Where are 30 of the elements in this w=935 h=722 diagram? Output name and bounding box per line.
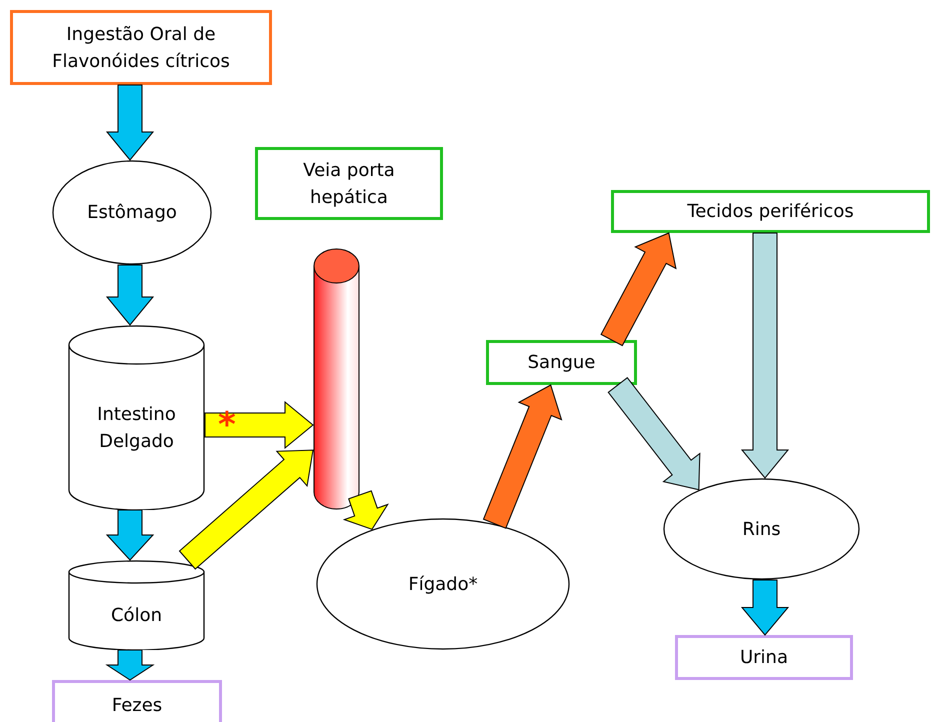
label-box bbox=[255, 147, 443, 220]
node-text: Estômago bbox=[86, 201, 178, 225]
block-arrow bbox=[740, 580, 790, 636]
output-box bbox=[52, 680, 222, 722]
block-arrow bbox=[740, 232, 790, 479]
node-text: Fígado* bbox=[407, 572, 479, 596]
node-text: Cólon bbox=[110, 604, 163, 628]
process-box bbox=[10, 10, 272, 85]
block-arrow bbox=[204, 400, 314, 450]
node-text: Urina bbox=[738, 646, 789, 670]
asterisk-mark: * bbox=[218, 408, 236, 442]
block-arrow bbox=[106, 84, 154, 161]
block-arrow bbox=[105, 650, 155, 681]
block-arrow bbox=[608, 377, 700, 490]
node-text: Sangue bbox=[526, 351, 596, 375]
node-text: Ingestão Oral de Flavonóides cítricos bbox=[51, 22, 231, 74]
process-box bbox=[611, 190, 930, 233]
node-text: Fezes bbox=[110, 694, 164, 718]
block-arrow bbox=[342, 490, 389, 530]
node-text: Intestino Delgado bbox=[96, 402, 177, 454]
block-arrow bbox=[600, 232, 677, 346]
output-box bbox=[675, 635, 853, 680]
node-text: Rins bbox=[741, 518, 782, 542]
process-box bbox=[486, 340, 637, 385]
block-arrow bbox=[106, 264, 154, 326]
node-text: Veia porta hepática bbox=[302, 158, 396, 210]
block-arrow bbox=[178, 450, 314, 570]
block-arrow bbox=[106, 510, 154, 561]
block-arrow bbox=[482, 384, 562, 529]
node-text: Tecidos periféricos bbox=[686, 200, 855, 224]
